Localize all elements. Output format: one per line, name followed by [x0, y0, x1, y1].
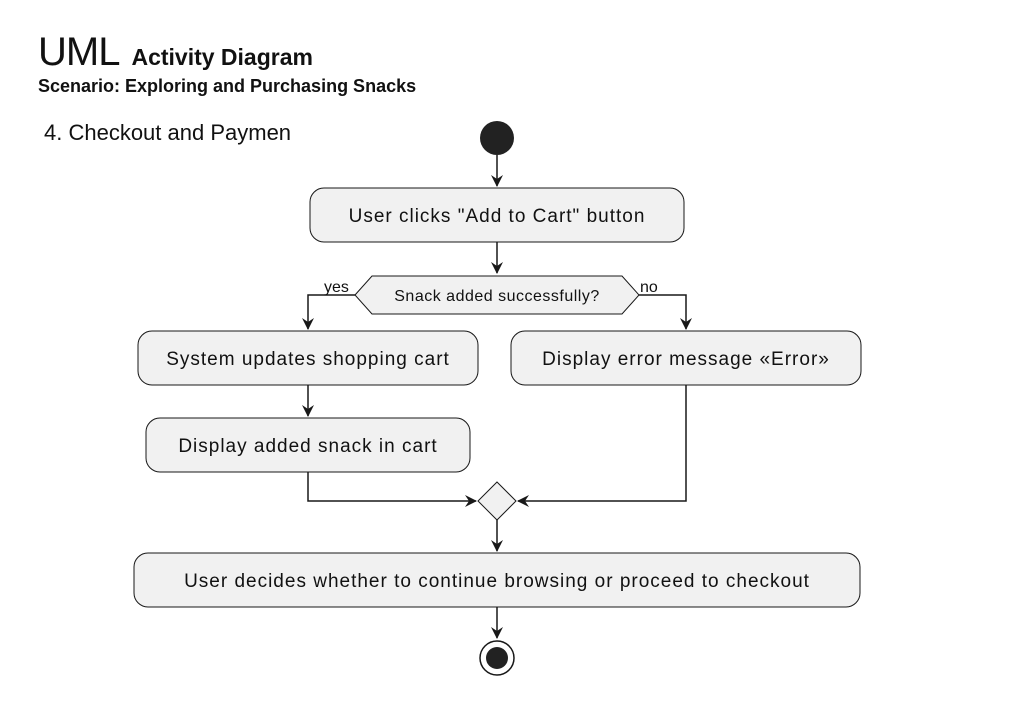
- action-display-added: Display added snack in cart: [145, 417, 471, 473]
- end-node: [479, 640, 515, 676]
- action-user-decides-label: User decides whether to continue browsin…: [184, 571, 810, 592]
- decision-label: Snack added successfully?: [394, 288, 600, 305]
- diagram-title: Activity Diagram: [131, 44, 313, 70]
- edge-display-to-merge: [307, 472, 477, 507]
- action-update-cart: System updates shopping cart: [137, 330, 479, 386]
- edge-no-branch: [639, 294, 692, 330]
- section-label: 4. Checkout and Paymen: [44, 120, 292, 145]
- edge-yes-branch: [302, 294, 355, 330]
- start-node: [480, 121, 514, 155]
- action-display-added-label: Display added snack in cart: [178, 436, 437, 457]
- scenario-subtitle: Scenario: Exploring and Purchasing Snack…: [38, 76, 417, 96]
- action-user-decides: User decides whether to continue browsin…: [133, 552, 861, 608]
- action-display-error: Display error message «Error»: [510, 330, 862, 386]
- merge-node: [477, 481, 517, 521]
- uml-label: UML: [38, 30, 120, 74]
- action-add-to-cart: User clicks "Add to Cart" button: [309, 187, 685, 243]
- edge-error-to-merge: [517, 385, 687, 507]
- yes-label: yes: [324, 279, 349, 296]
- action-display-error-label: Display error message «Error»: [542, 349, 830, 370]
- decision-node: Snack added successfully?: [354, 275, 640, 315]
- action-add-to-cart-label: User clicks "Add to Cart" button: [349, 206, 646, 227]
- title-line: UML Activity Diagram: [38, 30, 416, 75]
- diagram-header: UML Activity Diagram Scenario: Exploring…: [38, 30, 416, 97]
- action-update-cart-label: System updates shopping cart: [166, 349, 450, 370]
- no-label: no: [640, 279, 658, 296]
